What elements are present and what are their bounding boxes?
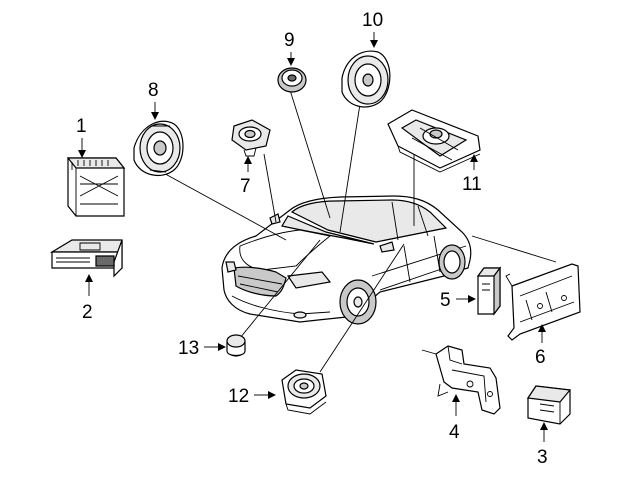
rear-shelf-subwoofer-part bbox=[387, 109, 481, 173]
mounting-bracket-part bbox=[421, 345, 501, 415]
callout-2: 2 bbox=[82, 302, 93, 323]
control-module-part bbox=[526, 385, 572, 425]
callout-9: 9 bbox=[284, 30, 295, 51]
callout-1: 1 bbox=[76, 116, 87, 137]
leader-lines bbox=[157, 89, 557, 373]
door-speaker-part bbox=[133, 120, 184, 177]
amplifier-bracket-part bbox=[505, 263, 581, 341]
callout-5: 5 bbox=[440, 290, 451, 311]
callout-10: 10 bbox=[362, 10, 383, 31]
callout-4: 4 bbox=[449, 422, 460, 443]
callout-3: 3 bbox=[537, 447, 548, 468]
callout-8: 8 bbox=[148, 80, 159, 101]
subwoofer-part bbox=[281, 369, 327, 415]
callout-11: 11 bbox=[462, 174, 482, 195]
tweeter-part bbox=[231, 119, 271, 157]
amplifier-part bbox=[66, 157, 126, 217]
sedan-illustration-icon bbox=[221, 195, 472, 325]
front-door-speaker-part bbox=[341, 50, 391, 108]
radio-receiver-part bbox=[49, 239, 123, 278]
knob-part bbox=[226, 334, 246, 357]
callout-7: 7 bbox=[240, 176, 251, 197]
callout-13: 13 bbox=[178, 338, 199, 359]
callout-6: 6 bbox=[535, 347, 546, 368]
callout-12: 12 bbox=[228, 386, 249, 407]
dash-tweeter-part bbox=[277, 67, 307, 93]
tuner-module-part bbox=[476, 266, 502, 316]
